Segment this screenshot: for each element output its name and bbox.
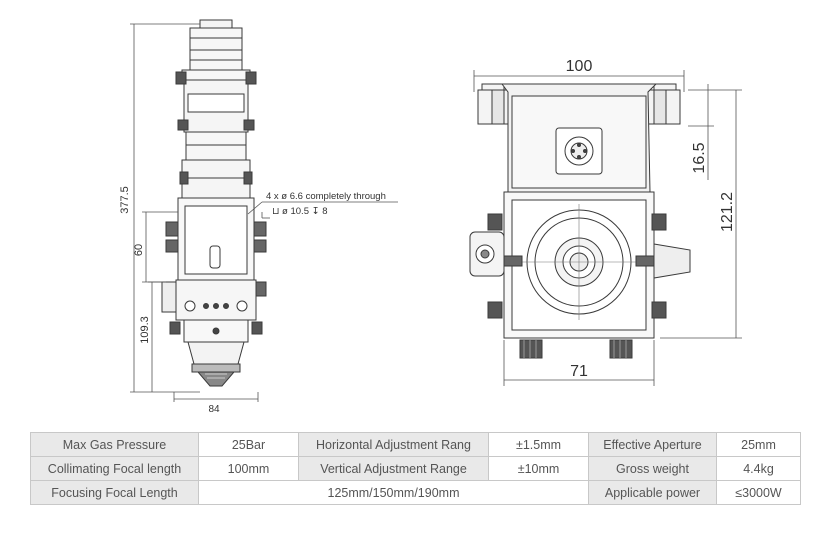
spec-label: Gross weight: [588, 456, 717, 481]
spec-label: Horizontal Adjustment Rang: [298, 432, 489, 457]
table-row: Max Gas Pressure 25Bar Horizontal Adjust…: [30, 432, 801, 457]
dim-mid-height: 60: [133, 244, 145, 256]
dim-top-width: 100: [566, 58, 593, 75]
spec-label: Focusing Focal Length: [30, 480, 199, 505]
front-view-drawing: [469, 83, 691, 359]
spec-value: ±1.5mm: [488, 432, 589, 457]
table-row: Focusing Focal Length 125mm/150mm/190mm …: [30, 480, 801, 505]
dim-width-84: 84: [208, 404, 220, 415]
spec-value: 25Bar: [198, 432, 299, 457]
spec-label: Vertical Adjustment Range: [298, 456, 489, 481]
spec-label: Collimating Focal length: [30, 456, 199, 481]
spec-value: 125mm/150mm/190mm: [198, 480, 589, 505]
spec-value: 4.4kg: [716, 456, 801, 481]
dim-height-121-2: 121.2: [719, 192, 736, 232]
spec-value: 100mm: [198, 456, 299, 481]
table-row: Collimating Focal length 100mm Vertical …: [30, 456, 801, 481]
hole-note-line2: ⊔ ø 10.5 ↧ 8: [272, 206, 328, 217]
spec-label: Max Gas Pressure: [30, 432, 199, 457]
spec-label: Effective Aperture: [588, 432, 717, 457]
spec-table: Max Gas Pressure 25Bar Horizontal Adjust…: [30, 432, 801, 505]
dim-lower-height: 109.3: [139, 316, 151, 344]
technical-drawing: 377.5 60 109.3 84 4 x ø 6.6 completely t…: [119, 19, 742, 415]
hole-note-line1: 4 x ø 6.6 completely through: [266, 191, 386, 202]
spec-value: ±10mm: [488, 456, 589, 481]
side-view-drawing: [161, 19, 267, 387]
spec-value: ≤3000W: [716, 480, 801, 505]
spec-label: Applicable power: [588, 480, 717, 505]
dim-bottom-width: 71: [570, 363, 588, 380]
dim-total-height: 377.5: [119, 186, 131, 214]
spec-value: 25mm: [716, 432, 801, 457]
dim-offset-16-5: 16.5: [691, 142, 708, 173]
